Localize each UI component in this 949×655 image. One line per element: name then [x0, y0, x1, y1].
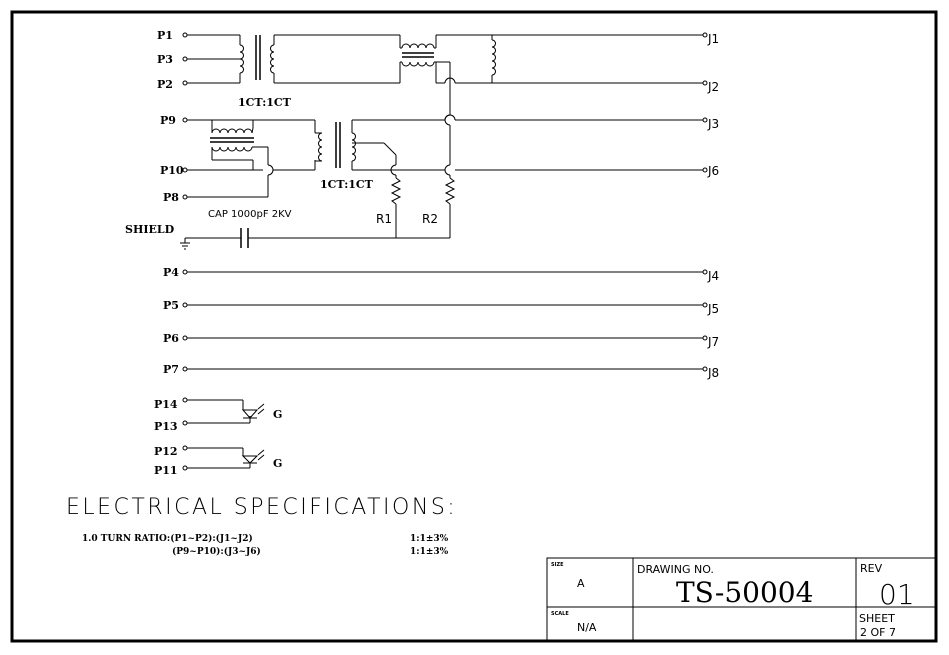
- pin-p9-label: P9: [160, 114, 176, 127]
- pin-p6-label: P6: [163, 332, 179, 345]
- pin-p3-label: P3: [157, 53, 173, 66]
- rev-value: 01: [879, 578, 915, 611]
- pin-p7-label: P7: [163, 363, 179, 376]
- pin-p14-label: P14: [154, 398, 178, 411]
- pin-p8-label: P8: [163, 191, 179, 204]
- pin-p12-label: P12: [154, 445, 178, 458]
- r1-label: R1: [376, 212, 392, 226]
- transformer2-ratio-label: 1CT:1CT: [320, 178, 374, 191]
- pin-p4-label: P4: [163, 266, 179, 279]
- r2-label: R2: [422, 212, 438, 226]
- led1-diode: [243, 410, 257, 418]
- choke1-top-coil: [402, 44, 434, 48]
- spec-line2-text: (P9~P10):(J3~J6): [172, 546, 261, 557]
- capacitor-label: CAP 1000pF 2KV: [208, 209, 292, 220]
- pin-j2-label: J2: [707, 80, 719, 94]
- t1-secondary-coil: [271, 45, 274, 73]
- choke2-top-coil: [212, 129, 252, 133]
- spec-line1-text: 1.0 TURN RATIO:(P1~P2):(J1~J2): [82, 533, 253, 544]
- pin-j7-label: J7: [707, 335, 719, 349]
- specifications-title: ELECTRICAL SPECIFICATIONS:: [66, 495, 457, 520]
- pin-p10-label: P10: [160, 164, 184, 177]
- terminals: [183, 33, 707, 470]
- t1-primary-coil: [240, 45, 244, 73]
- drawing-number: TS-50004: [676, 576, 813, 609]
- choke2-bottom-coil: [212, 147, 252, 151]
- sheet-border: [12, 12, 936, 641]
- pin-j6-label: J6: [707, 164, 719, 178]
- scale-value: N/A: [577, 621, 597, 634]
- r1-resistor: [392, 178, 400, 204]
- sheet-value: 2 OF 7: [860, 626, 896, 639]
- size-value: A: [577, 577, 585, 590]
- spec-line2-value: 1:1±3%: [410, 547, 449, 557]
- shield-label: SHIELD: [125, 223, 175, 236]
- pin-p11-label: P11: [154, 464, 178, 477]
- drawing-no-caption: DRAWING NO.: [637, 563, 714, 576]
- pin-j3-label: J3: [707, 117, 719, 131]
- pin-j1-label: J1: [707, 32, 719, 46]
- pin-p2-label: P2: [157, 78, 173, 91]
- sheet-caption: SHEET: [859, 612, 895, 625]
- pin-p1-label: P1: [157, 29, 173, 42]
- led2-diode: [243, 456, 257, 463]
- wiring: [180, 35, 705, 468]
- ch1-autotransformer: [492, 40, 496, 75]
- spec-line1-value: 1:1±3%: [410, 534, 449, 544]
- pin-p5-label: P5: [163, 299, 179, 312]
- pin-p13-label: P13: [154, 420, 178, 433]
- r2-resistor: [446, 178, 454, 204]
- pin-j8-label: J8: [707, 366, 719, 380]
- led1-label: G: [273, 408, 282, 421]
- pin-j4-label: J4: [707, 269, 719, 283]
- t2-primary-coil: [319, 133, 322, 161]
- t2-secondary-coil: [352, 133, 356, 161]
- led2-label: G: [273, 457, 282, 470]
- transformer1-ratio-label: 1CT:1CT: [238, 96, 292, 109]
- scale-caption: SCALE: [551, 611, 569, 617]
- title-block: [547, 558, 936, 641]
- size-caption: SIZE: [551, 562, 564, 568]
- rev-caption: REV: [860, 562, 883, 575]
- pin-j5-label: J5: [707, 302, 719, 316]
- choke1-bottom-coil: [402, 62, 434, 66]
